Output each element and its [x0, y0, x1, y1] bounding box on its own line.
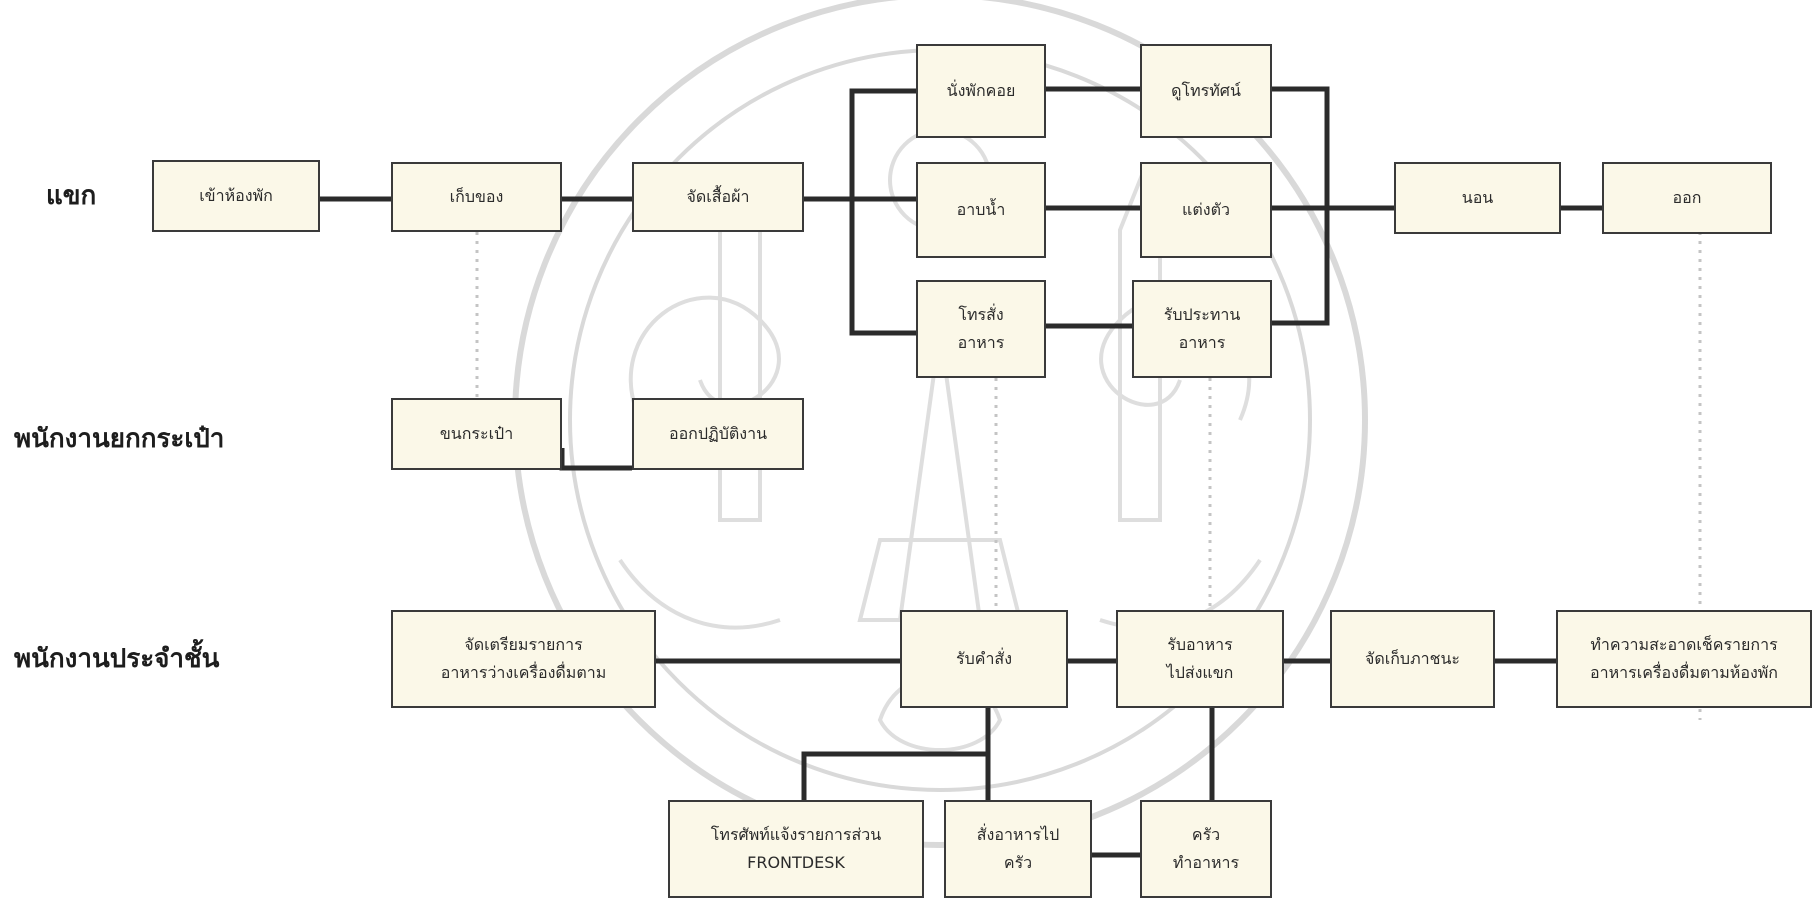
box-carry-bags: ขนกระเป๋า [391, 398, 562, 470]
connector-take-notify [801, 708, 991, 800]
box-eat-food-line-1: รับประทาน [1163, 305, 1241, 324]
box-notify-frontdesk-line-2: FRONTDESK [747, 853, 845, 872]
box-deliver-food: รับอาหาร ไปส่งแขก [1116, 610, 1284, 708]
box-prepare-list: จัดเตรียมรายการ อาหารว่างเครื่องดื่มตาม [391, 610, 656, 708]
box-clean-check: ทำความสะอาดเช็ครายการ อาหารเครื่องดื่มตา… [1556, 610, 1812, 708]
box-watch-tv: ดูโทรทัศน์ [1140, 44, 1272, 138]
box-collect-dishes: จัดเก็บภาชนะ [1330, 610, 1495, 708]
connector-bags-leave [559, 448, 632, 471]
box-prepare-list-line-2: อาหารว่างเครื่องดื่มตาม [440, 663, 607, 682]
connector-split-bar [849, 88, 916, 336]
box-dress-line-1: แต่งตัว [1182, 200, 1230, 219]
box-eat-food-line-2: อาหาร [1178, 333, 1226, 352]
box-deliver-food-line-2: ไปส่งแขก [1166, 663, 1234, 682]
box-clean-check-line-2: อาหารเครื่องดื่มตามห้องพัก [1590, 663, 1778, 682]
box-sleep-line-1: นอน [1461, 188, 1494, 207]
box-dress: แต่งตัว [1140, 162, 1272, 258]
box-sleep: นอน [1394, 162, 1561, 234]
box-check-in-line-1: เข้าห้องพัก [199, 186, 273, 205]
box-clean-check-line-1: ทำความสะอาดเช็ครายการ [1590, 635, 1778, 654]
box-notify-frontdesk-line-1: โทรศัพท์แจ้งรายการส่วน [710, 825, 882, 844]
box-eat-food: รับประทาน อาหาร [1132, 280, 1272, 378]
box-leave-duty-line-1: ออกปฏิบัติงาน [668, 424, 768, 443]
box-take-order-line-1: รับคำสั่ง [955, 649, 1012, 668]
box-notify-frontdesk: โทรศัพท์แจ้งรายการส่วน FRONTDESK [668, 800, 924, 898]
box-leave-duty: ออกปฏิบัติงาน [632, 398, 804, 470]
box-phone-order: โทรสั่ง อาหาร [916, 280, 1046, 378]
box-arrange-clothes-line-1: จัดเสื้อผ้า [686, 187, 750, 206]
box-check-out-line-1: ออก [1672, 188, 1702, 207]
box-send-kitchen: สั่งอาหารไป ครัว [944, 800, 1092, 898]
box-kitchen-cook-line-2: ทำอาหาร [1172, 853, 1240, 872]
box-take-order: รับคำสั่ง [900, 610, 1068, 708]
box-check-out: ออก [1602, 162, 1772, 234]
box-collect-dishes-line-1: จัดเก็บภาชนะ [1365, 649, 1460, 668]
box-store-items-line-1: เก็บของ [449, 187, 504, 206]
box-kitchen-cook-line-1: ครัว [1191, 825, 1221, 844]
box-store-items: เก็บของ [391, 162, 562, 232]
lane-label-floor-staff: พนักงานประจำชั้น [14, 644, 220, 674]
box-shower: อาบน้ำ [916, 162, 1046, 258]
box-send-kitchen-line-2: ครัว [1003, 853, 1033, 872]
box-watch-tv-line-1: ดูโทรทัศน์ [1171, 81, 1241, 100]
box-carry-bags-line-1: ขนกระเป๋า [439, 424, 514, 443]
box-deliver-food-line-1: รับอาหาร [1167, 635, 1233, 654]
box-kitchen-cook: ครัว ทำอาหาร [1140, 800, 1272, 898]
box-sit-wait: นั่งพักคอย [916, 44, 1046, 138]
lane-label-bellboy: พนักงานยกกระเป๋า [14, 424, 225, 454]
box-sit-wait-line-1: นั่งพักคอย [946, 81, 1016, 100]
lane-label-guest: แขก [46, 181, 97, 211]
box-prepare-list-line-1: จัดเตรียมรายการ [464, 635, 583, 654]
box-send-kitchen-line-1: สั่งอาหารไป [976, 825, 1060, 844]
box-check-in: เข้าห้องพัก [152, 160, 320, 232]
box-phone-order-line-1: โทรสั่ง [958, 305, 1004, 324]
box-phone-order-line-2: อาหาร [957, 333, 1005, 352]
box-shower-line-1: อาบน้ำ [956, 200, 1006, 219]
box-arrange-clothes: จัดเสื้อผ้า [632, 162, 804, 232]
